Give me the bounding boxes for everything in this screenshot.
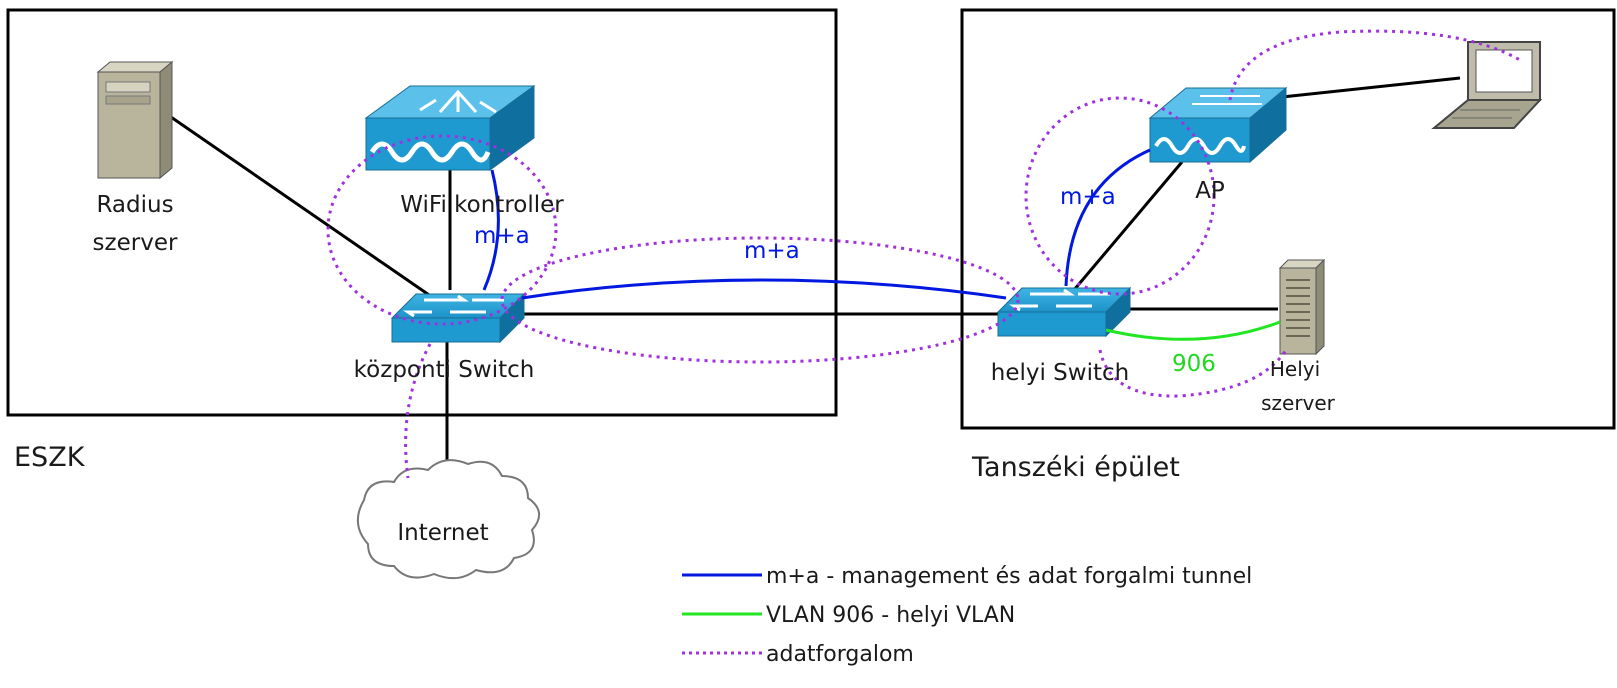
local-switch-label: helyi Switch xyxy=(991,360,1129,386)
legend-text-vlan: VLAN 906 - helyi VLAN xyxy=(766,603,1015,628)
physical-links xyxy=(167,76,1461,478)
legend-text-tunnel: m+a - management és adat forgalmi tunnel xyxy=(766,564,1252,589)
tunnel-links xyxy=(482,148,1151,300)
tunnel-label-main: m+a xyxy=(744,238,800,264)
traffic-central-loop xyxy=(326,134,558,326)
cloud-icon xyxy=(357,459,540,580)
legend: m+a - management és adat forgalmi tunnel… xyxy=(682,564,1252,667)
vlan-label: 906 xyxy=(1172,351,1216,377)
zone-tanszek-box xyxy=(960,8,1616,430)
vlan-link xyxy=(1105,320,1281,341)
link-radius-central xyxy=(167,113,433,299)
central-switch-icon xyxy=(390,292,526,344)
legend-text-traffic: adatforgalom xyxy=(766,642,914,667)
internet-label: Internet xyxy=(397,520,488,546)
radius-server-icon xyxy=(96,60,174,180)
zone-eszk-box xyxy=(6,8,838,417)
laptop-icon xyxy=(1431,41,1543,129)
wifi-controller-label: WiFi kontroller xyxy=(400,192,564,218)
zone-tanszek-label: Tanszéki épület xyxy=(971,452,1180,483)
ap-label: AP xyxy=(1195,178,1225,204)
tunnel-label-wifi: m+a xyxy=(474,223,530,249)
central-switch-label: központi Switch xyxy=(354,357,535,383)
traffic-central-internet xyxy=(404,343,432,479)
local-server-label-line2: szerver xyxy=(1261,391,1336,415)
tunnel-local-ap xyxy=(1064,148,1151,287)
radius-label-line1: Radius xyxy=(96,192,173,218)
traffic-paths xyxy=(326,29,1521,479)
local-switch-icon xyxy=(996,286,1132,338)
tunnel-central-local xyxy=(521,278,1007,300)
traffic-local-ap xyxy=(1024,96,1216,296)
radius-label-line2: szerver xyxy=(93,230,178,256)
tunnel-label-ap: m+a xyxy=(1060,184,1116,210)
wireless-controller-icon xyxy=(364,85,536,171)
tunnel-wifi-central xyxy=(482,169,500,291)
traffic-local-server xyxy=(1098,349,1288,398)
local-server-label-line1: Helyi xyxy=(1270,357,1320,381)
link-local-ap xyxy=(1072,161,1184,291)
link-ap-laptop xyxy=(1281,76,1461,99)
local-server-icon xyxy=(1278,258,1326,356)
access-point-icon xyxy=(1148,86,1288,164)
zone-eszk-label: ESZK xyxy=(14,442,86,473)
traffic-central-local xyxy=(500,236,1020,364)
